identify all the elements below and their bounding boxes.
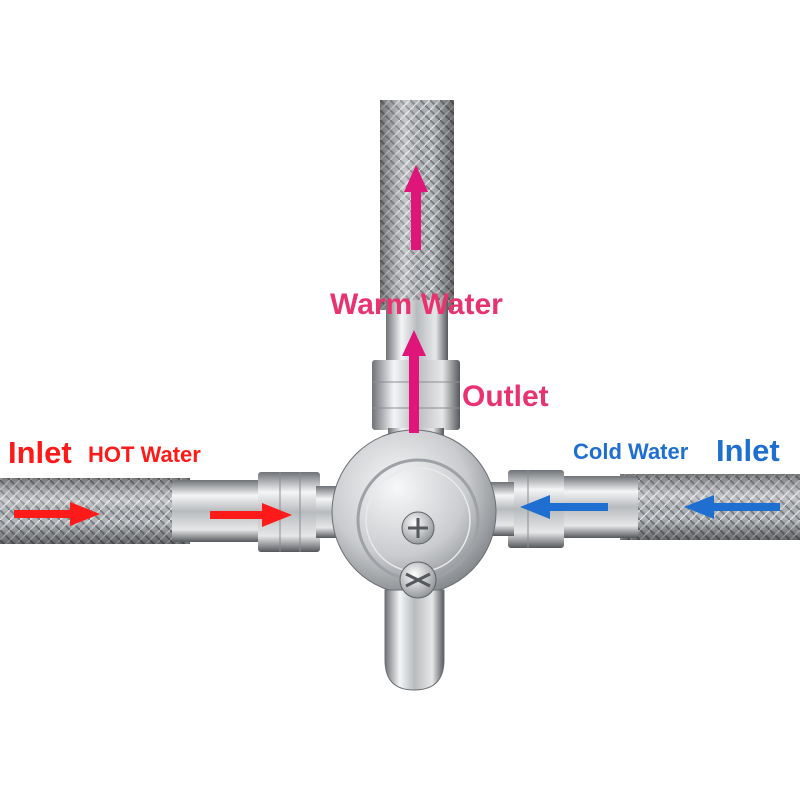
cold-water-label: Cold Water [573, 439, 689, 464]
mixing-valve-body [331, 429, 497, 691]
hot-water-label: HOT Water [88, 442, 201, 467]
arrow-icon-hot-in-1 [14, 502, 100, 526]
arrow-icon-hot-in-2 [210, 503, 292, 527]
cold-inlet-label: Inlet [716, 433, 780, 468]
warm-water-label: Warm Water [330, 288, 503, 321]
arrow-icon-warm-up [404, 165, 428, 250]
arrow-icon-cold-in-1 [520, 495, 608, 519]
arrow-icon-outlet-up [402, 330, 426, 433]
outlet-label: Outlet [462, 380, 549, 413]
arrow-icon-cold-in-2 [684, 495, 780, 519]
hot-inlet-label: Inlet [8, 435, 72, 470]
